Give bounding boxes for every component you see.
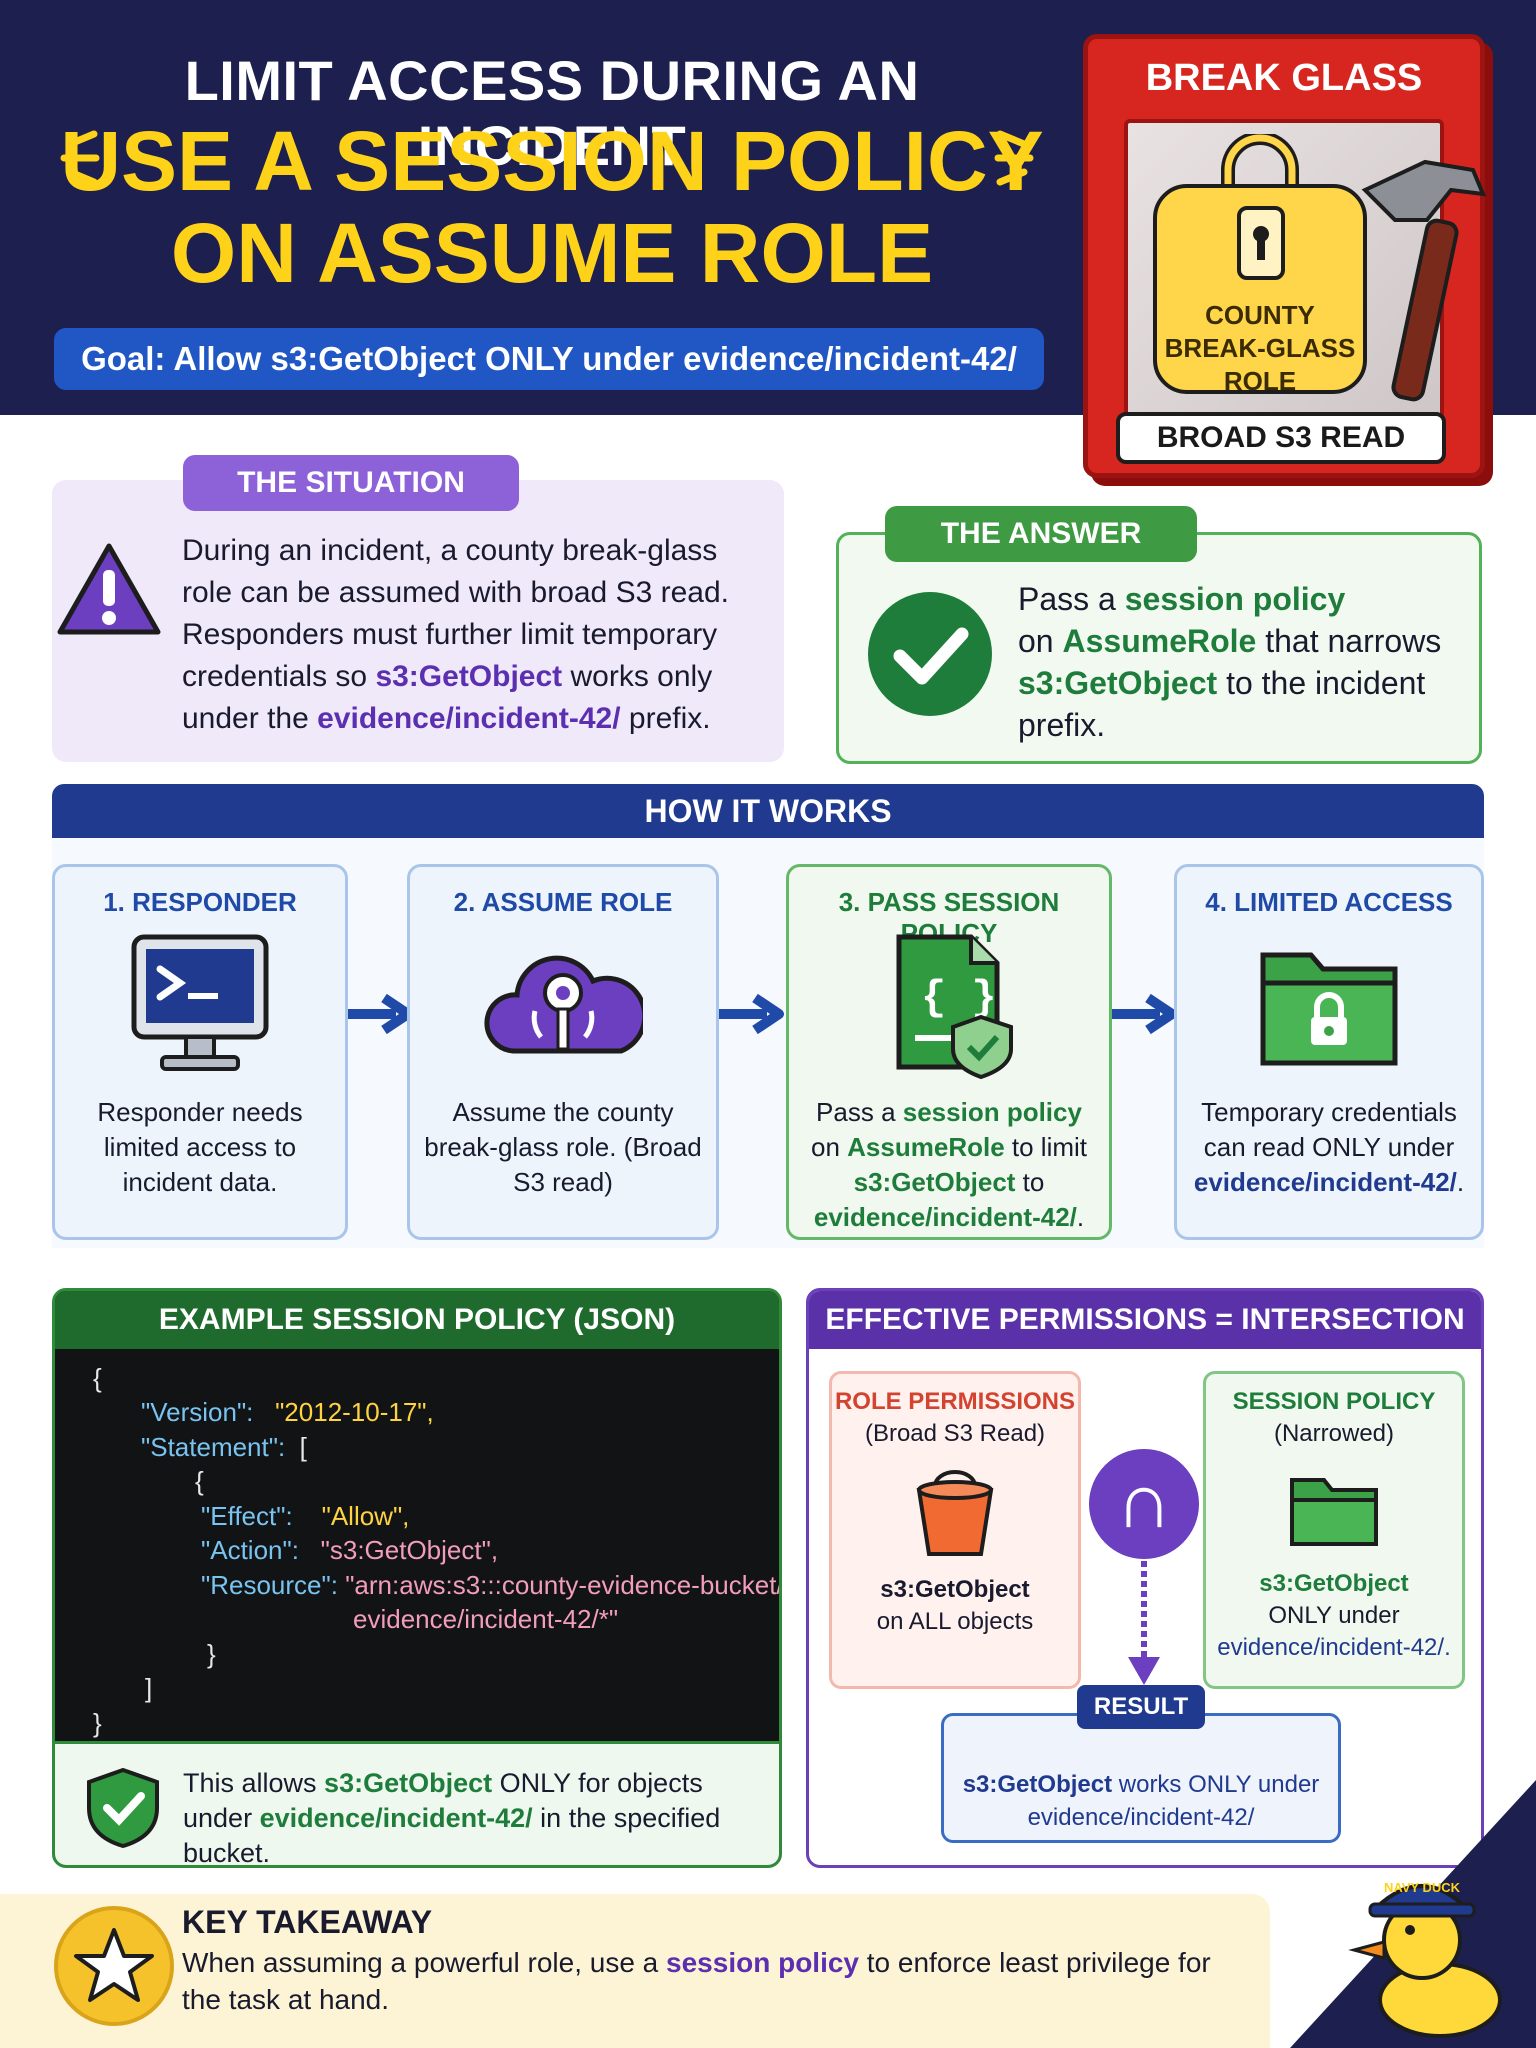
step-4-text: Temporary credentials can read ONLY unde… <box>1193 1097 1465 1197</box>
answer-title: THE ANSWER <box>885 506 1197 562</box>
break-glass-title: BREAK GLASS <box>1145 57 1423 99</box>
situation-panel <box>52 480 784 762</box>
svg-text:{ }: { } <box>921 974 997 1022</box>
json-footer-text: This allows s3:GetObject ONLY for object… <box>183 1768 721 1868</box>
cloud-key-icon <box>484 955 643 1054</box>
situation-text: During an incident, a county break-glass… <box>182 534 729 735</box>
role-permissions-subtitle: (Broad S3 Read) <box>864 1420 1046 1447</box>
role-permissions-title: ROLE PERMISSIONS <box>834 1388 1076 1415</box>
key-takeaway-text: When assuming a powerful role, use a ses… <box>182 1947 1211 2015</box>
step-pass-session-policy: 3. PASS SESSION POLICY { } Pass a sessio… <box>786 864 1112 1240</box>
terminal-monitor-icon <box>131 934 269 1071</box>
session-policy-subtitle: (Narrowed) <box>1273 1420 1395 1447</box>
header-subtitle: LIMIT ACCESS DURING AN INCIDENT <box>184 49 920 177</box>
step-assume-role: 2. ASSUME ROLE Assume the county break-g… <box>407 864 719 1240</box>
step-1-title: 1. RESPONDER <box>103 887 297 917</box>
locked-folder-icon <box>1260 952 1398 1066</box>
session-policy-path: evidence/incident-42/. <box>1217 1634 1451 1661</box>
json-footer: This allows s3:GetObject ONLY for object… <box>55 1741 779 1868</box>
folder-icon <box>1290 1478 1378 1546</box>
step-2-text: Assume the county break-glass role. (Bro… <box>424 1097 702 1197</box>
how-it-works-title: HOW IT WORKS <box>52 784 1484 838</box>
header-title-line-1: USE A SESSION POLICY <box>60 114 1044 208</box>
intersection-symbol: ∩ <box>1115 1456 1173 1544</box>
result-label: RESULT <box>1077 1685 1205 1729</box>
star-icon <box>74 1928 154 2002</box>
json-panel-title: EXAMPLE SESSION POLICY (JSON) <box>55 1291 779 1349</box>
session-policy-action: s3:GetObject <box>1259 1570 1409 1597</box>
step-3-title: 3. PASS SESSION POLICY <box>838 887 1060 948</box>
step-limited-access: 4. LIMITED ACCESS Temporary credentials … <box>1174 864 1484 1240</box>
json-policy-panel: EXAMPLE SESSION POLICY (JSON) { "Version… <box>52 1288 782 1868</box>
star-badge <box>54 1906 174 2026</box>
arrow-down-icon <box>1128 1561 1160 1685</box>
keyhole-icon <box>1237 206 1285 280</box>
shield-check-icon <box>87 1767 159 1849</box>
goal-banner: Goal: Allow s3:GetObject ONLY under evid… <box>54 328 1044 390</box>
step-responder: 1. RESPONDER Responder needs limited acc… <box>52 864 348 1240</box>
padlock-shackle-icon <box>1221 134 1299 204</box>
checkmark-icon <box>893 627 969 685</box>
broad-s3-read-label: BROAD S3 READ <box>1116 412 1446 464</box>
mascot-cap-text: NAVY DUCK <box>1384 1880 1461 1895</box>
effective-permissions-title: EFFECTIVE PERMISSIONS = INTERSECTION <box>809 1291 1481 1349</box>
header-title-line-2: ON ASSUME ROLE <box>170 206 934 300</box>
role-permissions-box: ROLE PERMISSIONS (Broad S3 Read) s3:GetO… <box>829 1371 1081 1689</box>
effective-permissions-panel: EFFECTIVE PERMISSIONS = INTERSECTION ROL… <box>806 1288 1484 1868</box>
session-policy-scope: ONLY under <box>1268 1602 1400 1629</box>
warning-icon <box>57 543 161 635</box>
situation-title: THE SITUATION <box>183 455 519 511</box>
step-1-text: Responder needs limited access to incide… <box>97 1097 303 1197</box>
highlight-prefix: evidence/incident-42/ <box>317 702 621 735</box>
navy-duck-mascot: NAVY DUCK <box>1290 1780 1536 2048</box>
step-4-title: 4. LIMITED ACCESS <box>1205 887 1453 917</box>
intersection-icon: ∩ <box>1089 1449 1199 1559</box>
s3-bucket-icon <box>916 1470 994 1556</box>
lock-label-line-2: BREAK-GLASS <box>1164 333 1356 363</box>
role-permissions-scope: on ALL objects <box>876 1608 1034 1635</box>
hammer-icon <box>1361 159 1487 402</box>
session-policy-box: SESSION POLICY (Narrowed) s3:GetObject O… <box>1203 1371 1465 1689</box>
burst-left-icon <box>60 130 100 186</box>
key-takeaway-title: KEY TAKEAWAY <box>182 1904 433 1940</box>
arrow-right-icon <box>719 993 784 1035</box>
lock-label-line-3: ROLE <box>1223 366 1297 396</box>
arrow-right-icon <box>1112 993 1177 1035</box>
step-2-title: 2. ASSUME ROLE <box>453 887 673 917</box>
check-circle-icon <box>868 592 992 716</box>
key-takeaway-panel <box>0 1894 1270 2048</box>
role-permissions-action: s3:GetObject <box>880 1576 1030 1603</box>
highlight-getobject: s3:GetObject <box>375 660 563 693</box>
padlock-icon <box>1153 184 1367 394</box>
session-policy-title: SESSION POLICY <box>1232 1388 1436 1415</box>
lock-label-line-1: COUNTY <box>1205 300 1315 330</box>
policy-document-icon: { } <box>896 934 1013 1080</box>
burst-right-icon <box>994 130 1034 186</box>
